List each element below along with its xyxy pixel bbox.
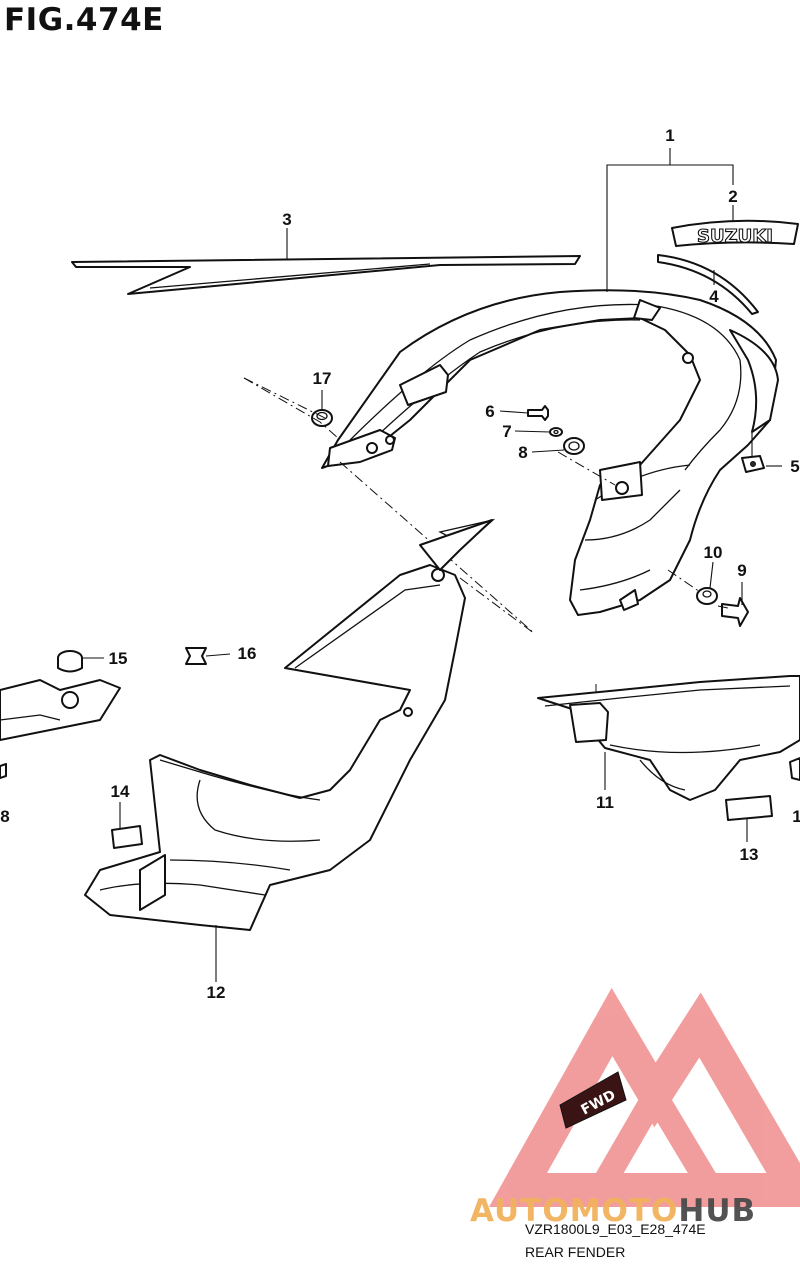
fwd-badge: FWD — [559, 1071, 627, 1129]
rivet-part-9[interactable] — [721, 597, 749, 627]
suzuki-emblem-part-2[interactable]: SUZUKI — [671, 219, 799, 248]
clip-nut-part-5[interactable] — [741, 455, 765, 473]
callout-10: 10 — [704, 543, 723, 562]
side-cover-part-11[interactable] — [537, 675, 800, 801]
callout-16: 16 — [238, 644, 257, 663]
callout-6: 6 — [485, 402, 494, 421]
callout-13: 13 — [740, 845, 759, 864]
callout-12: 12 — [207, 983, 226, 1002]
screw-part-1-right[interactable] — [789, 757, 800, 781]
callout-3: 3 — [282, 210, 291, 229]
callout-15: 15 — [109, 649, 128, 668]
callout-7: 7 — [502, 422, 511, 441]
callout-9: 9 — [737, 561, 746, 580]
callout-5: 5 — [790, 457, 799, 476]
callout-8: 8 — [518, 443, 527, 462]
side-cover-part-12[interactable] — [84, 518, 496, 931]
washer-part-7[interactable] — [549, 427, 563, 437]
grommet-part-17[interactable] — [311, 409, 333, 427]
stripe-decal-part-3[interactable] — [71, 255, 581, 295]
collar-part-8-left[interactable] — [0, 763, 7, 779]
clip-part-16[interactable] — [185, 647, 207, 665]
watermark-text: AUTOMOTOHUB — [470, 1193, 756, 1229]
callout-1: 1 — [665, 126, 674, 145]
pad-part-13[interactable] — [725, 795, 773, 821]
trim-strip-part-4[interactable] — [657, 254, 759, 315]
pad-part-14[interactable] — [111, 825, 143, 849]
grommet-part-10[interactable] — [696, 587, 718, 605]
callout-2: 2 — [728, 187, 737, 206]
callout-8-left: 8 — [0, 807, 9, 826]
part-name: REAR FENDER — [525, 1244, 626, 1260]
rear-fender-part-1[interactable] — [321, 289, 779, 616]
callout-4: 4 — [709, 287, 719, 306]
figure-title: FIG.474E — [4, 2, 164, 38]
watermark-logo — [489, 987, 800, 1207]
watermark-suffix: HUB — [678, 1193, 757, 1229]
callout-17: 17 — [313, 369, 332, 388]
bracket-part-15[interactable] — [0, 650, 121, 741]
collar-part-8[interactable] — [563, 437, 585, 455]
suzuki-emblem-text: SUZUKI — [697, 226, 773, 247]
bolt-part-6[interactable] — [527, 405, 549, 421]
callout-11: 11 — [596, 793, 614, 812]
callout-1-right: 1 — [792, 807, 800, 826]
part-code: VZR1800L9_E03_E28_474E — [525, 1221, 706, 1237]
callout-14: 14 — [111, 782, 130, 801]
watermark-prefix: AUTOMOTO — [470, 1193, 679, 1229]
